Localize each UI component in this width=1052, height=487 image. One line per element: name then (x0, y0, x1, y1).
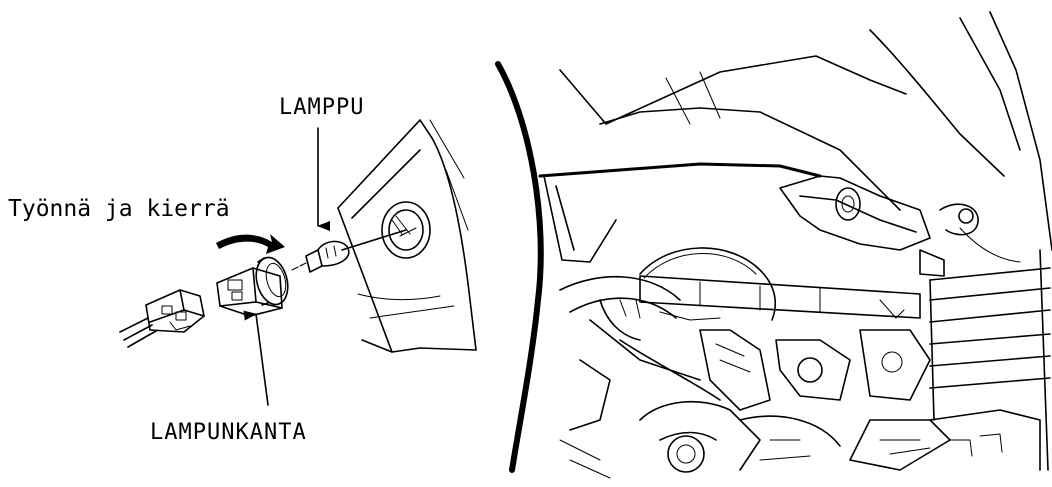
lamp-bulb (292, 241, 349, 272)
engine-bay-view (498, 12, 1052, 478)
socket-label: LAMPUNKANTA (150, 420, 307, 445)
turn-direction-arrow-icon (216, 234, 285, 254)
headlamp-housing (338, 120, 476, 352)
socket-pointer-arrow (256, 314, 268, 405)
push-and-turn-label: Työnnä ja kierrä (8, 196, 230, 222)
lamp-socket (217, 254, 293, 316)
wire-connector-plug (120, 290, 204, 347)
bulb-label: LAMPPU (279, 95, 364, 120)
